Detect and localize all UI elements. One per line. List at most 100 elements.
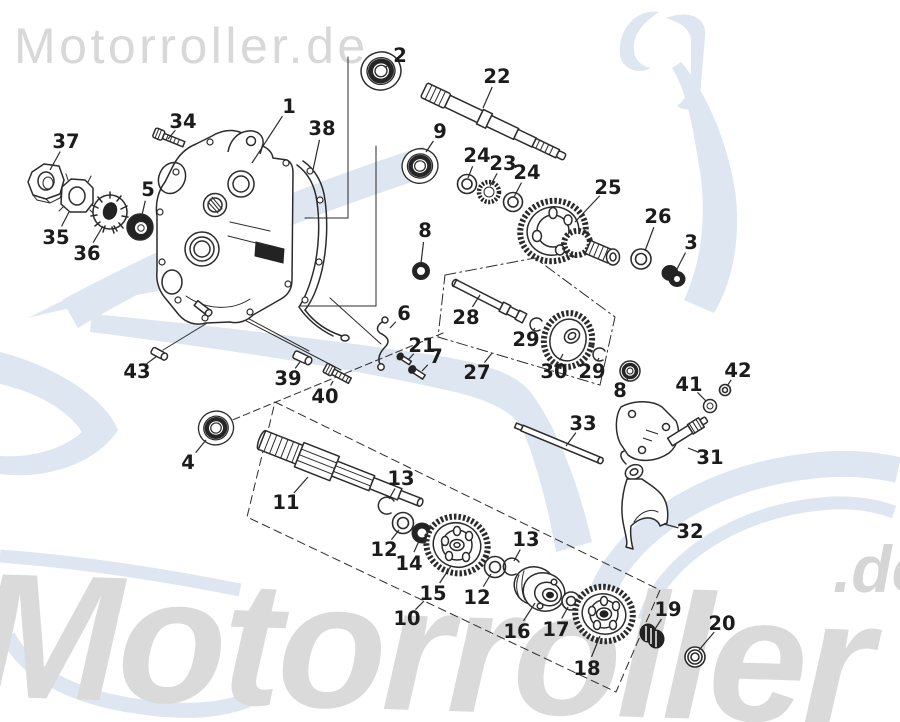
- part-label-29: 29: [512, 328, 539, 351]
- part-label-22: 22: [483, 65, 510, 88]
- part-37-nut: [27, 163, 65, 204]
- part-label-19: 19: [654, 598, 681, 621]
- leader-line-13: [513, 549, 521, 562]
- part-1-crankcase-cover: [155, 129, 294, 325]
- part-35-ratchet-plate: [58, 173, 96, 216]
- part-40-bolt: [322, 362, 352, 385]
- leader-line-13: [388, 488, 396, 500]
- leader-line-6: [389, 321, 397, 329]
- leader-line-42: [726, 379, 732, 387]
- part-42-washer: [718, 383, 732, 397]
- part-label-6: 6: [397, 302, 411, 325]
- part-label-27: 27: [463, 361, 490, 384]
- leader-line-24: [513, 182, 522, 198]
- part-12-washer-2: [483, 555, 507, 579]
- part-label-35: 35: [42, 226, 69, 249]
- part-43-pin: [150, 346, 169, 361]
- leader-line-5: [141, 200, 146, 216]
- watermark-giant-suffix: .de: [833, 532, 900, 606]
- leader-line-12: [390, 529, 400, 540]
- part-label-12: 12: [370, 538, 397, 561]
- leader-line-40: [330, 380, 334, 386]
- part-label-3: 3: [684, 231, 698, 254]
- leader-line-21: [407, 353, 415, 361]
- leader-line-28: [471, 294, 481, 308]
- part-label-8: 8: [418, 219, 432, 242]
- part-label-42: 42: [724, 359, 751, 382]
- part-label-11: 11: [272, 491, 299, 514]
- part-33-fork-shaft: [513, 422, 604, 465]
- part-label-18: 18: [573, 657, 600, 680]
- part-26-washer: [630, 248, 652, 270]
- part-3-nut: [661, 265, 686, 287]
- part-25-counter-gear: [517, 197, 621, 266]
- part-29-clip: [529, 317, 543, 332]
- leader-line-4: [195, 439, 207, 454]
- leader-line-29: [533, 327, 536, 331]
- part-label-24: 24: [463, 144, 490, 167]
- part-label-41: 41: [675, 373, 702, 396]
- leader-line-29: [597, 357, 600, 361]
- part-label-9: 9: [433, 120, 447, 143]
- part-label-2: 2: [393, 44, 407, 67]
- leader-line-8: [420, 241, 425, 264]
- part-label-16: 16: [503, 620, 530, 643]
- part-label-40: 40: [311, 385, 338, 408]
- part-label-14: 14: [395, 552, 422, 575]
- part-6-lever: [376, 316, 389, 371]
- leader-line-24: [467, 165, 474, 179]
- part-8-bearing-2: [619, 360, 641, 382]
- leader-line-26: [644, 227, 655, 252]
- part-10-mainshaft-kit: [246, 401, 661, 693]
- part-label-15: 15: [419, 582, 446, 605]
- part-31-shift-drum-plate: [615, 401, 709, 462]
- part-label-30: 30: [540, 360, 567, 383]
- part-label-36: 36: [73, 242, 100, 265]
- part-label-10: 10: [393, 607, 420, 630]
- part-label-23: 23: [489, 152, 516, 175]
- part-label-24: 24: [513, 161, 540, 184]
- part-label-4: 4: [181, 451, 195, 474]
- leader-line-27: [483, 352, 493, 363]
- part-label-37: 37: [52, 130, 79, 153]
- part-label-5: 5: [141, 178, 155, 201]
- part-28-idle-shaft: [451, 278, 528, 324]
- part-label-31: 31: [696, 446, 723, 469]
- part-39-pin: [292, 350, 313, 366]
- leader-line-33: [565, 432, 577, 447]
- part-15-gear: [423, 513, 491, 577]
- leader-line-31: [687, 447, 700, 454]
- part-label-7: 7: [429, 345, 443, 368]
- part-36-kick-gear: [90, 191, 129, 234]
- part-label-29: 29: [578, 360, 605, 383]
- part-label-21: 21: [408, 334, 435, 357]
- part-label-39: 39: [274, 367, 301, 390]
- part-34-bolt: [152, 127, 186, 148]
- leader-line-30: [559, 353, 564, 361]
- part-label-38: 38: [308, 117, 335, 140]
- part-label-13: 13: [387, 467, 414, 490]
- leader-line-41: [697, 392, 707, 402]
- leader-line-22: [482, 86, 493, 109]
- part-label-1: 1: [282, 95, 296, 118]
- leader-line-8: [626, 376, 630, 381]
- part-30-idle-gear: [540, 310, 596, 370]
- part-label-17: 17: [542, 618, 569, 641]
- part-24-washer: [456, 173, 478, 195]
- leader-line-15: [439, 565, 452, 584]
- leader-line-39: [294, 361, 301, 369]
- part-label-25: 25: [594, 176, 621, 199]
- part-38-gasket: [296, 160, 350, 342]
- part-12-washer: [391, 511, 415, 535]
- part-20-washer: [684, 646, 706, 668]
- part-13-snap-ring: [377, 496, 395, 515]
- part-16-clutch-hub: [513, 566, 566, 612]
- part-23-needle-bearing: [476, 179, 502, 205]
- part-8-bushing: [412, 262, 430, 280]
- part-18-final-gear: [572, 583, 636, 645]
- leader-line-14: [413, 540, 420, 553]
- watermark-top-brand: Motorroller.de: [14, 18, 369, 74]
